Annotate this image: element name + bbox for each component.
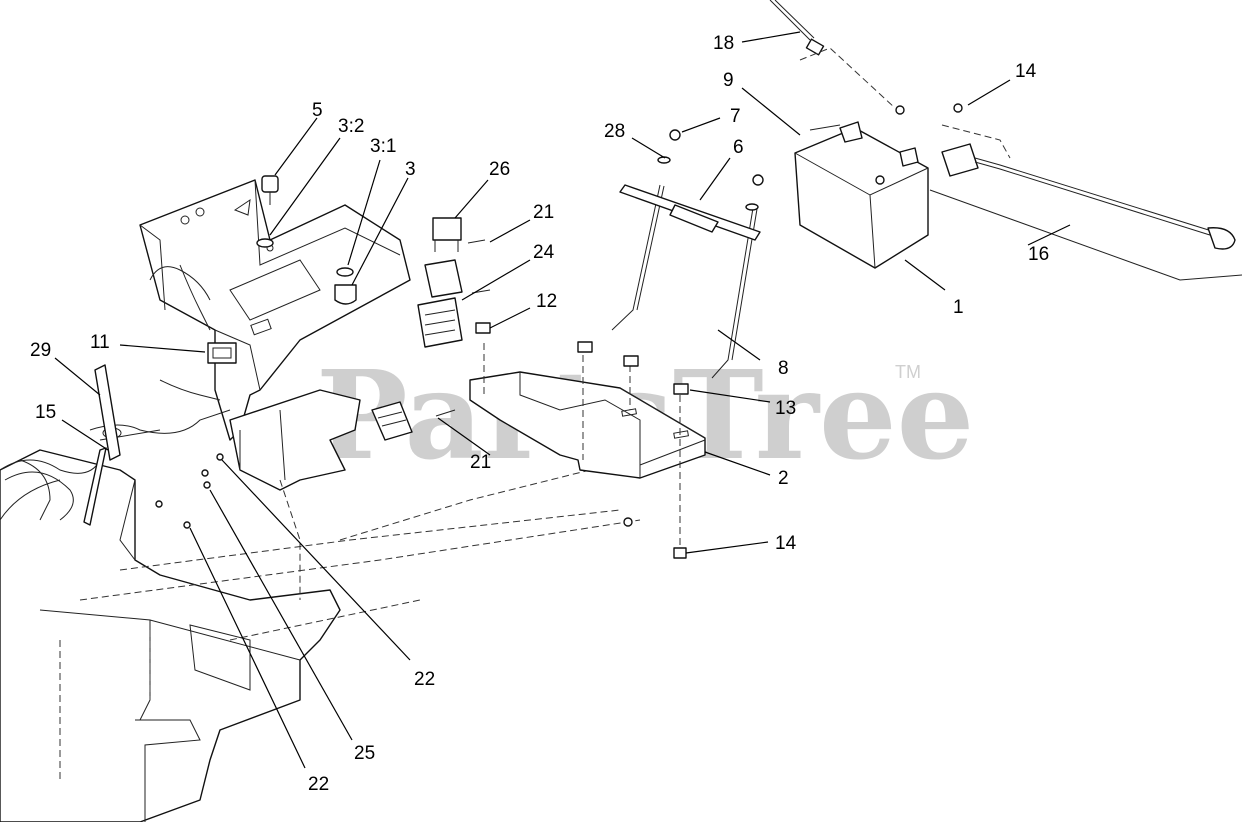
callout-29: 29	[30, 340, 51, 361]
callout-14-bottom: 14	[775, 533, 797, 554]
switch-parts-3	[256, 238, 357, 305]
callout-22-bottom: 22	[308, 774, 329, 795]
wiring-harness	[0, 264, 231, 526]
battery-clamp	[619, 184, 761, 241]
negative-cable	[769, 0, 905, 131]
tray-bolts-12-13	[475, 322, 689, 559]
callout-24: 24	[533, 242, 555, 263]
leader-lines	[54, 31, 1071, 769]
chassis-frame	[0, 449, 641, 822]
callout-11: 11	[90, 332, 110, 353]
callout-3: 3	[405, 159, 416, 180]
callout-14-top: 14	[1015, 61, 1037, 82]
callout-26: 26	[489, 159, 510, 180]
callout-7: 7	[730, 106, 741, 127]
battery-tray	[469, 343, 706, 545]
callout-3-2: 3:2	[338, 116, 364, 137]
callout-21-bottom: 21	[470, 452, 491, 473]
hour-meter-11	[207, 342, 237, 364]
callout-16: 16	[1028, 244, 1049, 265]
callout-8: 8	[778, 358, 789, 379]
callout-3-1: 3:1	[370, 136, 396, 157]
callout-15: 15	[35, 402, 56, 423]
callout-1: 1	[953, 297, 964, 318]
callout-28: 28	[604, 121, 625, 142]
callout-6: 6	[733, 137, 744, 158]
callout-25: 25	[354, 743, 375, 764]
connector-21b	[371, 401, 413, 441]
mid-bracket	[229, 389, 361, 600]
callout-5: 5	[312, 100, 323, 121]
positive-cable	[929, 103, 1242, 281]
hold-down-rods	[611, 129, 764, 379]
callout-22-top: 22	[414, 669, 435, 690]
battery	[794, 121, 929, 269]
callout-12: 12	[536, 291, 557, 312]
callout-labels: 18 9 14 7 28 6 5 3:2 3:1 3 26 21 24 12 1…	[30, 33, 1049, 795]
fuse-block-24	[417, 259, 463, 348]
watermark-trademark: TM	[895, 362, 921, 382]
callout-18: 18	[713, 33, 734, 54]
key-switch	[261, 175, 279, 205]
callout-9: 9	[723, 70, 734, 91]
callout-21-top: 21	[533, 202, 554, 223]
callout-13: 13	[775, 398, 796, 419]
control-panel-plate	[139, 179, 411, 441]
relay-26	[432, 217, 462, 252]
callout-2: 2	[778, 468, 789, 489]
small-screws	[155, 239, 633, 529]
